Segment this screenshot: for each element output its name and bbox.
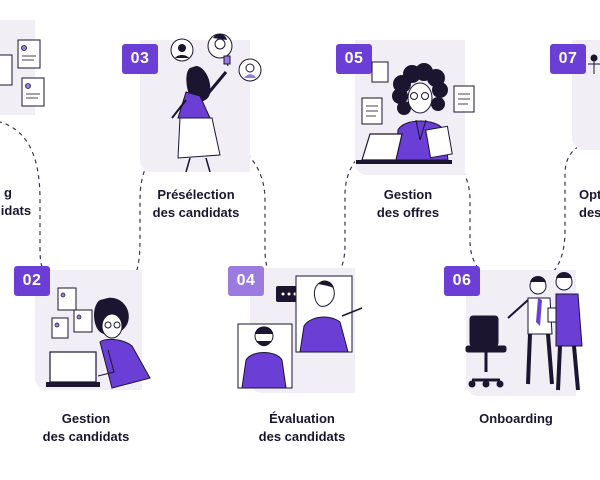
office-chair-icon: [465, 315, 507, 388]
step-02-badge: 02: [14, 266, 50, 296]
step-06-badge: 06: [444, 266, 480, 296]
step-01-label: gndidats: [0, 185, 32, 218]
step-05-badge: 05: [336, 44, 372, 74]
laptop-icon: [356, 133, 452, 164]
step-04-badge: 04: [228, 266, 264, 296]
step-07-badge: 07: [550, 44, 586, 74]
step-03-badge: 03: [122, 44, 158, 74]
step-06-label: Onboarding: [479, 411, 553, 426]
laptop-icon: [46, 351, 100, 387]
